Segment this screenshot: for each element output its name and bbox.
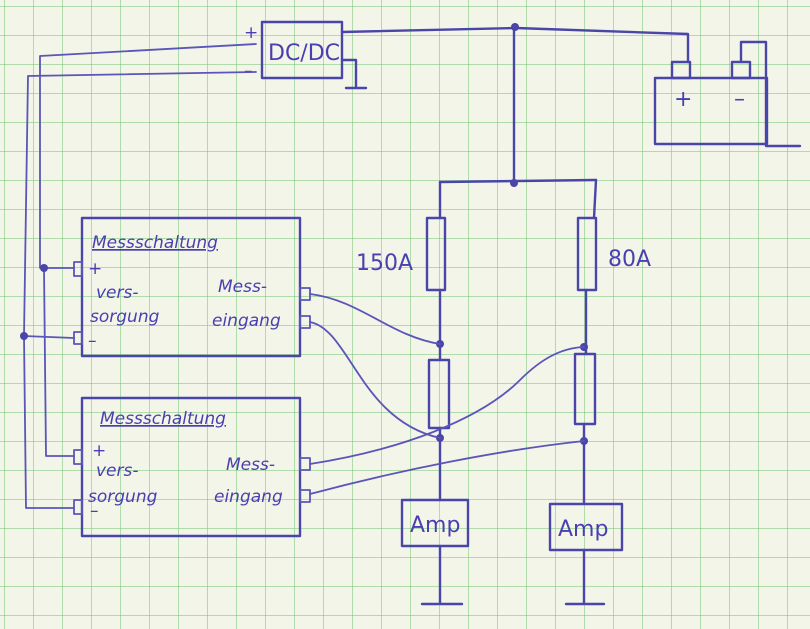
battery-body (653, 76, 769, 146)
module-2-supply-line2: sorgung (88, 487, 158, 507)
module-2-meas-line2: eingang (214, 487, 283, 507)
shunt-150a (427, 358, 451, 430)
wire-plus-to-module-2 (43, 267, 75, 457)
amp-80a-label: Amp (558, 517, 608, 542)
module-2-meas-terminal-a (299, 457, 311, 471)
amp-80a-ground-symbol (564, 548, 606, 606)
module-1-supply-line2: sorgung (90, 307, 160, 327)
amp-150a-box (400, 498, 470, 548)
junction-top (511, 23, 519, 31)
module-1-title: Messschaltung (92, 233, 218, 253)
wire-minus-to-module-1 (23, 335, 75, 339)
wire-fuse-bus (438, 178, 598, 184)
battery-minus-terminal (730, 60, 752, 80)
wire-to-fuse-80a (592, 178, 598, 220)
wire-module-2-meas-b (309, 440, 585, 495)
fuse-150a-branch: 150A Amp (356, 180, 470, 606)
junction-supply-plus (40, 264, 48, 272)
battery-plus-label: + (674, 87, 692, 112)
measurement-module-1: Messschaltung + vers- sorgung – Mess- ei… (73, 216, 311, 358)
measurement-module-2: Messschaltung + vers- sorgung – Mess- ei… (73, 396, 311, 538)
wire-module-2-meas-a (309, 346, 585, 465)
module-2-supply-line1: vers- (96, 461, 139, 481)
module-1-meas-line1: Mess- (218, 277, 267, 297)
battery-plus-terminal (670, 60, 692, 80)
module-2-meas-terminal-b (299, 489, 311, 503)
wire-dcdc-to-battery (340, 26, 690, 64)
battery-minus-label: – (734, 87, 745, 112)
module-1-meas-line2: eingang (212, 311, 281, 331)
module-1-meas-terminal-a (299, 287, 311, 301)
wire-module-1-meas-b (309, 321, 441, 439)
module-2-minus-label: – (90, 501, 99, 521)
amp-150a-ground-symbol (420, 544, 464, 606)
shunt-80a (573, 352, 597, 426)
module-1-minus-label: – (88, 331, 97, 351)
fuse-150a (425, 216, 447, 292)
dcdc-ground-symbol (340, 58, 368, 90)
module-2-minus-terminal (73, 499, 83, 515)
dcdc-converter: DC/DC + – (244, 20, 368, 90)
fuse-80a-label: 80A (608, 247, 651, 272)
module-2-plus-terminal (73, 449, 83, 465)
amp-150a-label: Amp (410, 513, 460, 538)
wire-dcdc-plus-to-module-1 (39, 43, 257, 269)
junction-supply-minus (20, 332, 28, 340)
module-2-title: Messschaltung (100, 409, 226, 429)
module-1-plus-terminal (73, 261, 83, 277)
amp-80a-box (548, 502, 624, 552)
dcdc-label: DC/DC (268, 41, 340, 66)
battery: + – (653, 40, 802, 148)
battery-ground-wire (739, 40, 802, 148)
fuse-80a (576, 216, 598, 292)
wire-module-1-meas-a (309, 293, 441, 345)
fuse-80a-branch: 80A Amp (548, 178, 651, 606)
dcdc-plus-label: + (244, 23, 258, 43)
module-1-meas-terminal-b (299, 315, 311, 329)
module-2-plus-label: + (92, 441, 106, 461)
module-1-plus-label: + (88, 259, 102, 279)
dcdc-minus-label: – (244, 61, 253, 81)
fuse-150a-label: 150A (356, 251, 413, 276)
junction-fuse-bus (510, 179, 518, 187)
module-1-supply-line1: vers- (96, 283, 139, 303)
module-2-meas-line1: Mess- (226, 455, 275, 475)
dcdc-box (260, 20, 344, 80)
module-1-box (80, 216, 302, 358)
